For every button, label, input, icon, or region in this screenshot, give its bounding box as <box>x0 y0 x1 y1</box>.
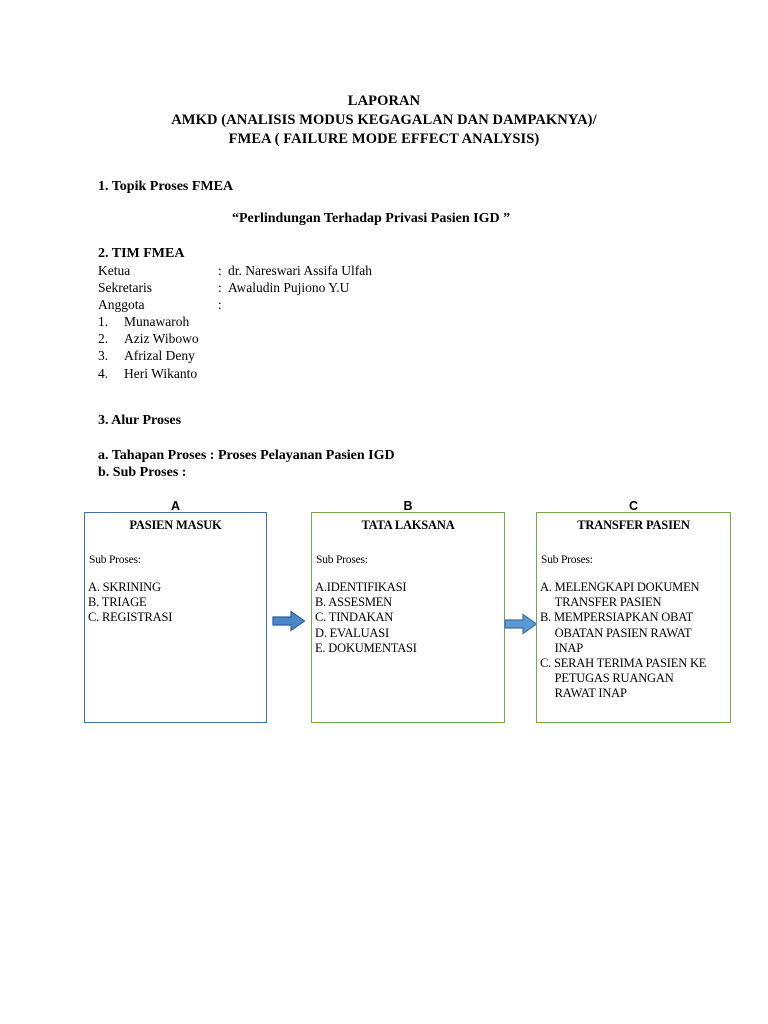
flow-box-tata-laksana[interactable]: TATA LAKSANA Sub Proses: A.IDENTIFIKASI … <box>311 512 505 723</box>
flow-box-sub-label: Sub Proses: <box>89 554 141 566</box>
team-role-label: Anggota <box>98 297 145 313</box>
flow-box-item: C. TINDAKAN <box>315 610 394 625</box>
flow-letter-b: B <box>403 499 413 513</box>
team-row: Sekretaris : Awaludin Pujiono Y.U <box>98 279 372 296</box>
title-line-3: FMEA ( FAILURE MODE EFFECT ANALYSIS) <box>228 131 540 147</box>
flow-letter-a: A <box>170 499 181 513</box>
arrow-a-to-b-icon <box>272 610 306 632</box>
member-name: Afrizal Deny <box>124 348 195 364</box>
team-role-name: dr. Nareswari Assifa Ulfah <box>228 263 372 278</box>
list-item: 4. Heri Wikanto <box>98 365 199 382</box>
team-colon: : <box>218 280 222 296</box>
flow-box-items: A. MELENGKAPI DOKUMEN TRANSFER PASIEN B.… <box>540 580 730 702</box>
flow-box-item: E. DOKUMENTASI <box>315 640 417 655</box>
flow-box-transfer-pasien[interactable]: TRANSFER PASIEN Sub Proses: A. MELENGKAP… <box>536 512 731 723</box>
team-colon: : <box>218 263 222 278</box>
flow-box-pasien-masuk[interactable]: PASIEN MASUK Sub Proses: A. SKRINING B. … <box>84 512 267 723</box>
flow-box-items: A.IDENTIFIKASI B. ASSESMEN C. TINDAKAN D… <box>315 580 504 656</box>
member-number: 1. <box>98 314 109 329</box>
team-colon: : <box>218 297 222 313</box>
arrow-b-to-c-icon <box>504 613 538 635</box>
title-line-1: LAPORAN <box>347 93 421 109</box>
tahapan-proses-line: a. Tahapan Proses : Proses Pelayanan Pas… <box>98 448 395 463</box>
team-role-label: Sekretaris <box>98 280 152 296</box>
flow-box-item: D. EVALUASI <box>315 625 389 640</box>
section-3-heading: 3. Alur Proses <box>98 413 182 428</box>
flow-box-title: TRANSFER PASIEN <box>577 518 690 532</box>
flow-box-item: B. ASSESMEN <box>315 595 392 610</box>
team-members-list: 1. Munawaroh 2. Aziz Wibowo 3. Afrizal D… <box>98 313 199 382</box>
flow-box-sub-label: Sub Proses: <box>316 554 368 566</box>
member-number: 2. <box>98 331 109 347</box>
list-item: 2. Aziz Wibowo <box>98 330 199 347</box>
sub-proses-line: b. Sub Proses : <box>98 465 187 480</box>
document-title: LAPORAN AMKD (ANALISIS MODUS KEGAGALAN D… <box>0 92 768 149</box>
flow-box-title: TATA LAKSANA <box>361 518 455 532</box>
title-line-2: AMKD (ANALISIS MODUS KEGAGALAN DAN DAMPA… <box>171 112 597 128</box>
flow-box-items: A. SKRINING B. TRIAGE C. REGISTRASI <box>88 580 266 626</box>
flow-box-item: B. TRIAGE <box>88 595 147 610</box>
list-item: 1. Munawaroh <box>98 313 199 330</box>
flow-box-title: PASIEN MASUK <box>129 518 222 532</box>
flow-box-item: C. SERAH TERIMA PASIEN KE PETUGAS RUANGA… <box>540 656 707 701</box>
team-role-name: Awaludin Pujiono Y.U <box>228 280 350 296</box>
list-item: 3. Afrizal Deny <box>98 347 199 364</box>
team-roles-list: Ketua : dr. Nareswari Assifa Ulfah Sekre… <box>98 262 372 314</box>
team-row: Anggota : <box>98 296 372 313</box>
flow-box-sub-label: Sub Proses: <box>541 554 593 566</box>
team-role-label: Ketua <box>98 263 131 278</box>
topic-process-value: “Perlindungan Terhadap Privasi Pasien IG… <box>232 211 511 226</box>
member-number: 4. <box>98 365 109 381</box>
member-name: Heri Wikanto <box>124 365 198 381</box>
flow-box-item: A. SKRINING <box>88 580 161 594</box>
flow-box-item: A.IDENTIFIKASI <box>315 580 407 594</box>
team-row: Ketua : dr. Nareswari Assifa Ulfah <box>98 262 372 279</box>
member-name: Munawaroh <box>124 314 190 329</box>
flow-box-item: B. MEMPERSIAPKAN OBAT OBATAN PASIEN RAWA… <box>540 610 694 655</box>
section-1-heading: 1. Topik Proses FMEA <box>98 179 234 194</box>
section-2-heading: 2. TIM FMEA <box>98 246 185 261</box>
member-name: Aziz Wibowo <box>124 331 199 347</box>
member-number: 3. <box>98 348 109 364</box>
flow-box-item: C. REGISTRASI <box>88 610 173 625</box>
flow-letter-c: C <box>628 499 639 513</box>
flow-box-item: A. MELENGKAPI DOKUMEN TRANSFER PASIEN <box>540 580 700 610</box>
